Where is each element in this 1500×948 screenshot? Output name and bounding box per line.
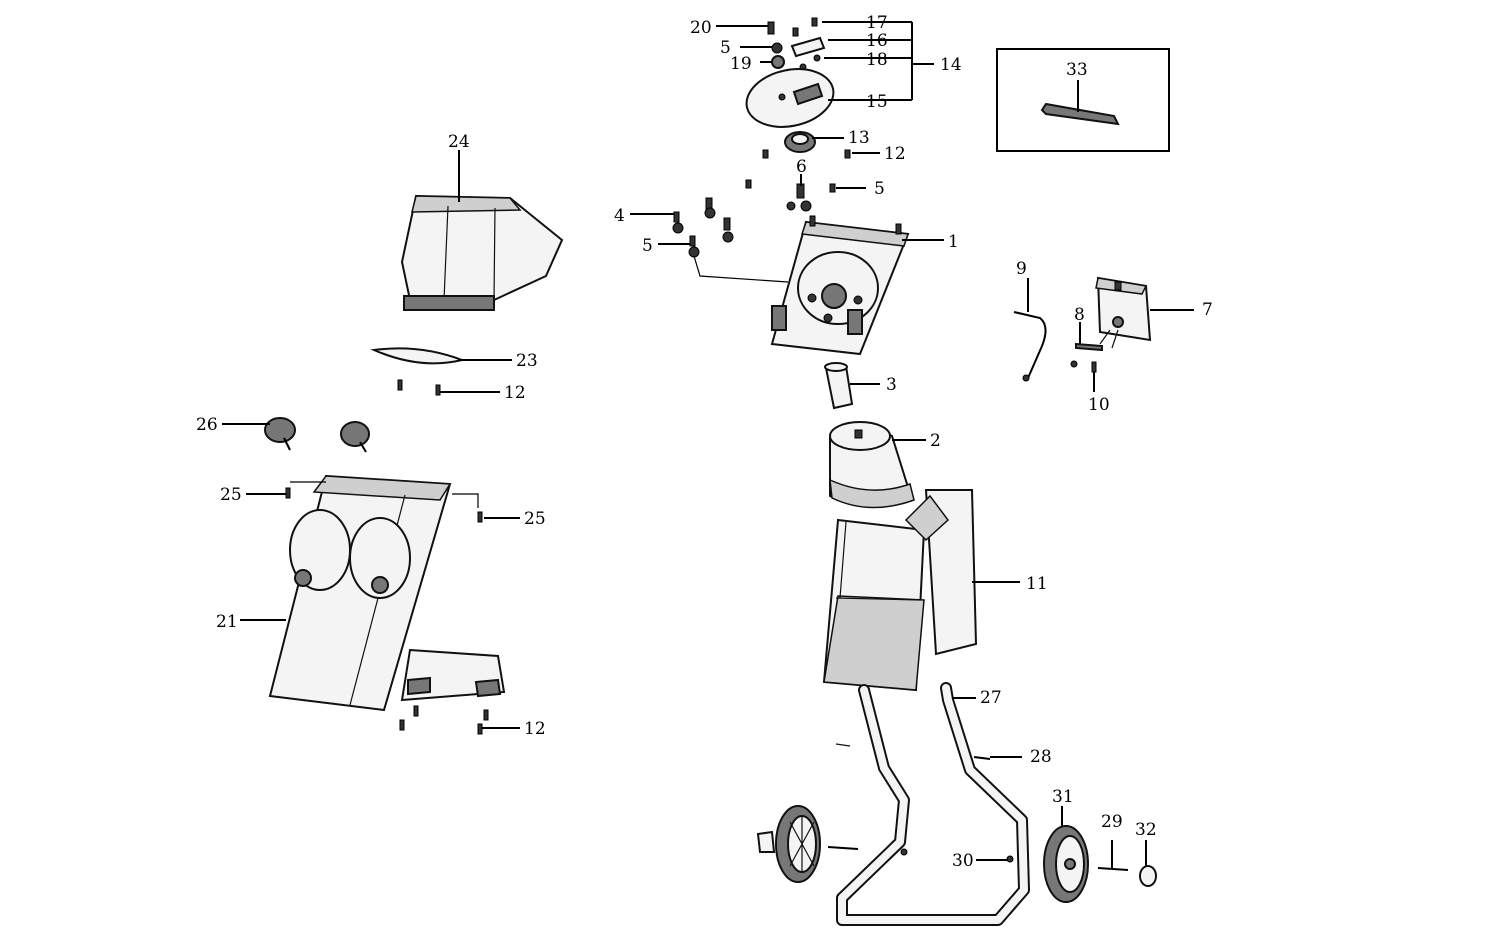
callout-29: 29 [1101,812,1123,832]
part-33-inset-box [996,48,1170,152]
part-13-hub [784,131,816,153]
callout-1: 1 [948,232,959,252]
part-27-cart-frame [835,682,1030,926]
callout-6: 6 [796,157,807,177]
callout-7: 7 [1202,300,1213,320]
part-small-screws [285,379,489,735]
callout-10: 9 [1016,259,1027,279]
callout-16: 16 [866,31,888,51]
leader-lines [222,21,1194,868]
part-24-hopper-top [400,194,564,311]
part-15-cutting-disc [745,68,835,128]
callout-24: 24 [448,132,470,152]
part-8-9-clip [1070,342,1103,373]
callout-5-mid: 5 [874,179,885,199]
part-2-motor [829,421,915,509]
callout-14: 14 [940,55,962,75]
part-3-sleeve [824,362,854,410]
callout-13: 13 [848,128,870,148]
part-33-blade [1040,102,1120,126]
callout-8: 8 [1074,305,1085,325]
part-base-plate [400,648,506,702]
callout-12-top: 12 [884,144,906,164]
callout-4: 4 [614,206,625,226]
part-21-lower-housing [268,474,452,712]
part-28-30-axle-bits [827,756,1014,863]
callout-9: 10 [1088,395,1110,415]
part-29-32-axle-cap [1097,865,1157,887]
callout-18: 18 [866,50,888,70]
callout-27: 27 [980,688,1002,708]
part-screws-mid [672,149,851,258]
callout-33: 33 [1066,60,1088,80]
callout-labels: 20 17 16 5 19 18 14 15 33 13 12 6 5 24 4… [196,13,1213,871]
callout-2: 2 [930,431,941,451]
callout-25-left: 25 [220,485,242,505]
callout-12-bottom: 12 [524,719,546,739]
callout-31: 31 [1052,787,1074,807]
callout-21: 21 [216,612,238,632]
callout-23: 23 [516,351,538,371]
callout-19: 19 [730,54,752,74]
part-7-switch-box [1095,276,1152,349]
callout-12-mid: 12 [504,383,526,403]
part-10-cable [1013,311,1047,382]
callout-5-left: 5 [642,236,653,256]
callout-3: 3 [886,375,897,395]
callout-26: 26 [196,415,218,435]
callout-25-right: 25 [524,509,546,529]
part-11-frame-housing [822,489,978,692]
callout-20: 20 [690,18,712,38]
part-26-knobs [264,417,370,453]
callout-30: 30 [952,851,974,871]
callout-32: 32 [1135,820,1157,840]
callout-28: 28 [1030,747,1052,767]
callout-15: 15 [866,92,888,112]
callout-11: 11 [1026,574,1048,594]
callout-5-top: 5 [720,38,731,58]
part-23-gasket [370,347,466,365]
part-top-hardware [767,17,826,71]
part-1-cutter-housing [693,215,910,356]
callout-17: 17 [866,13,888,33]
part-31-wheels [756,805,1089,903]
